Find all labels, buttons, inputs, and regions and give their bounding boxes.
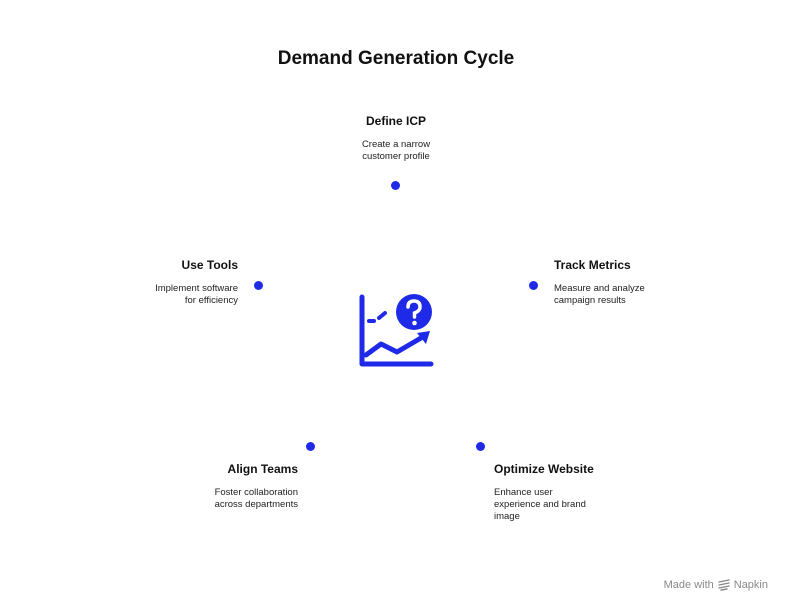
made-with-napkin-footer[interactable]: Made with Napkin — [664, 579, 768, 591]
node-dot-track-metrics — [529, 281, 538, 290]
node-desc-line: Enhance user — [494, 487, 553, 498]
node-title-align-teams: Align Teams — [227, 462, 298, 476]
node-desc-line: Foster collaboration — [214, 487, 298, 498]
node-dot-define-icp — [391, 181, 400, 190]
node-title-optimize-website: Optimize Website — [494, 462, 594, 476]
napkin-brand-label: Napkin — [733, 579, 768, 591]
node-desc-use-tools: Implement software for efficiency — [98, 283, 238, 307]
chart-question-icon — [357, 293, 435, 369]
node-title-define-icp: Define ICP — [365, 114, 426, 128]
node-title-use-tools: Use Tools — [181, 258, 238, 272]
node-desc-align-teams: Foster collaboration across departments — [158, 487, 298, 511]
node-dot-use-tools — [254, 281, 263, 290]
node-desc-line: campaign results — [554, 295, 626, 306]
node-desc-line: across departments — [214, 499, 298, 510]
node-desc-line: Measure and analyze — [554, 283, 645, 294]
node-desc-line: Implement software — [155, 283, 238, 294]
node-desc-track-metrics: Measure and analyze campaign results — [554, 283, 694, 307]
node-dot-align-teams — [306, 442, 315, 451]
node-title-track-metrics: Track Metrics — [554, 258, 631, 272]
diagram-title: Demand Generation Cycle — [277, 48, 515, 69]
made-with-label: Made with — [663, 579, 714, 591]
node-dot-optimize-website — [476, 442, 485, 451]
node-desc-line: customer profile — [362, 151, 430, 162]
node-desc-line: Create a narrow — [361, 139, 431, 150]
napkin-logo-icon — [718, 579, 730, 591]
node-desc-line: experience and brand — [494, 499, 586, 510]
node-desc-line: image — [494, 511, 520, 522]
node-desc-line: for efficiency — [184, 295, 238, 306]
node-desc-optimize-website: Enhance user experience and brand image — [494, 487, 614, 523]
node-desc-define-icp: Create a narrow customer profile — [316, 139, 476, 163]
